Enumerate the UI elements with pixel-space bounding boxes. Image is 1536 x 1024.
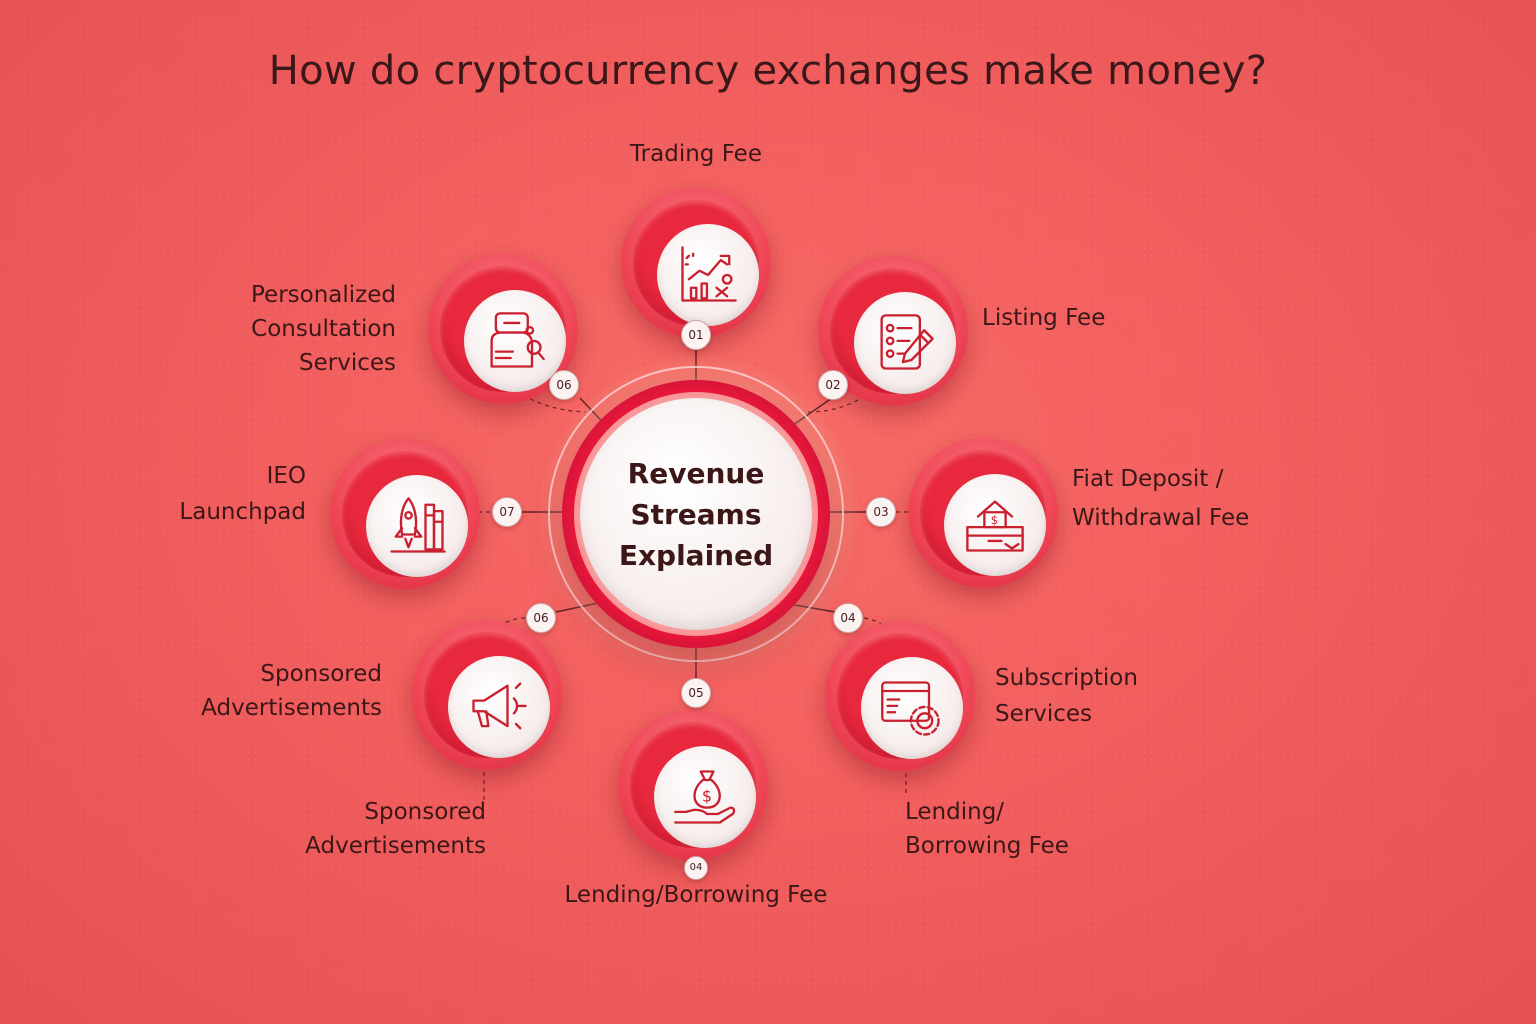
label-ieo-line-1: IEO — [266, 463, 306, 489]
label-fiat-deposit: Fiat Deposit / Withdrawal Fee — [1072, 462, 1249, 535]
label-consultation-line-1: Personalized — [251, 282, 396, 308]
label-fiat-line-2: Withdrawal Fee — [1072, 505, 1250, 531]
consultation-person-icon — [490, 312, 545, 368]
hub-center: Revenue Streams Explained — [580, 398, 812, 630]
badge-04: 04 — [833, 603, 863, 633]
node-ieo-launchpad — [330, 439, 480, 589]
node-subscription — [825, 621, 975, 771]
money-bag-hand-icon: $ — [674, 770, 736, 824]
label-ieo-line-2: Launchpad — [179, 499, 306, 525]
hub-title-line-2: Streams — [630, 497, 762, 531]
badge-06: 06 — [526, 603, 556, 633]
label-lending-borrowing-right: Lending/ Borrowing Fee — [905, 795, 1069, 863]
node-sponsored-ads — [412, 620, 562, 770]
label-listing-fee: Listing Fee — [982, 305, 1106, 331]
label-ieo-launchpad: IEO Launchpad — [106, 459, 306, 529]
hub-title-line-1: Revenue — [627, 456, 765, 490]
label-consultation-line-3: Services — [299, 350, 396, 376]
label-consultation: Personalized Consultation Services — [196, 278, 396, 380]
label-lending-borrowing-bottom: Lending/Borrowing Fee — [564, 882, 828, 908]
label-sponsored-bottom-line-2: Advertisements — [305, 833, 486, 859]
hub-title-line-3: Explained — [618, 538, 774, 572]
badge-06-consultation: 06 — [549, 370, 579, 400]
label-subscription: Subscription Services — [995, 661, 1138, 731]
rocket-icon — [390, 497, 446, 553]
dashed-arc-subscription — [863, 617, 897, 641]
svg-text:$: $ — [702, 786, 712, 805]
megaphone-icon — [472, 682, 527, 730]
label-sponsored-bottom-line-1: Sponsored — [364, 799, 486, 825]
label-subscription-line-1: Subscription — [995, 665, 1138, 691]
svg-text:$: $ — [991, 513, 998, 527]
badge-05: 05 — [681, 678, 711, 708]
bank-deposit-icon: $ — [966, 500, 1024, 552]
hub-halo — [548, 366, 844, 662]
label-consultation-line-2: Consultation — [251, 316, 396, 342]
label-sponsored-line-1: Sponsored — [260, 661, 382, 687]
checklist-pencil-icon — [880, 314, 934, 370]
label-fiat-line-1: Fiat Deposit / — [1072, 466, 1224, 492]
label-sponsored-ads: Sponsored Advertisements — [182, 657, 382, 725]
badge-02: 02 — [818, 370, 848, 400]
node-lending: $ — [618, 710, 768, 860]
badge-03: 03 — [866, 497, 896, 527]
label-sponsored-ads-bottom: Sponsored Advertisements — [256, 795, 486, 863]
badge-04-bottom: 04 — [684, 856, 708, 880]
node-trading-fee — [621, 188, 771, 338]
trading-chart-icon — [681, 246, 737, 302]
label-subscription-line-2: Services — [995, 701, 1092, 727]
label-lending-right-line-2: Borrowing Fee — [905, 833, 1069, 859]
hub-title: Revenue Streams Explained — [619, 453, 773, 576]
badge-01: 01 — [681, 320, 711, 350]
label-sponsored-line-2: Advertisements — [201, 695, 382, 721]
label-lending-right-line-1: Lending/ — [905, 799, 1005, 825]
label-trading-fee: Trading Fee — [630, 141, 762, 167]
page-title: How do cryptocurrency exchanges make mon… — [268, 48, 1268, 94]
browser-gear-icon — [881, 681, 940, 736]
node-fiat-deposit: $ — [908, 438, 1058, 588]
badge-07: 07 — [492, 497, 522, 527]
